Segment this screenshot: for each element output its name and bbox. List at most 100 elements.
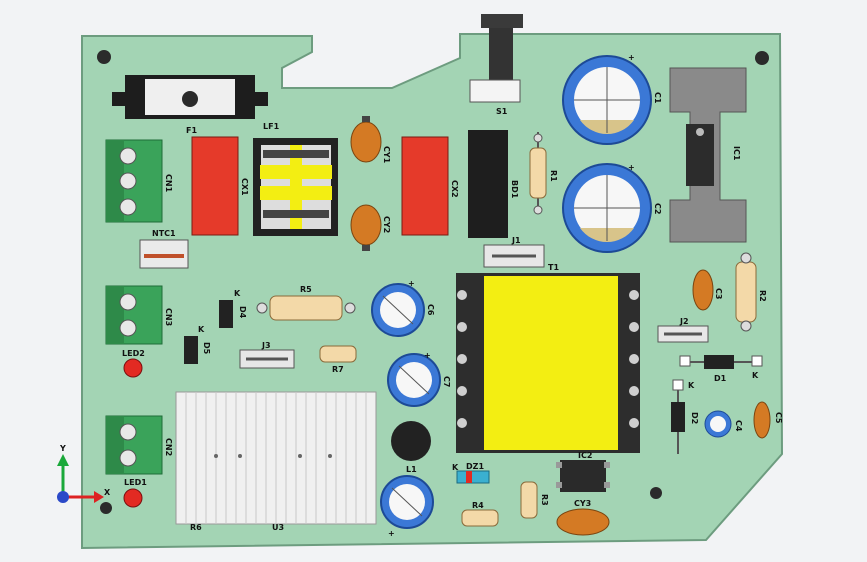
- jumper-j1: [483, 244, 545, 268]
- capacitor-c4: [704, 410, 732, 438]
- label-l1: L1: [406, 465, 417, 474]
- component-labels: F1 LF1 CY1 CY2 CX1 CX2 BD1 R1 S1 C1 C2 I…: [59, 53, 783, 538]
- label-plus-bottom: +: [388, 529, 395, 538]
- label-c2: C2: [653, 203, 662, 214]
- label-r2: R2: [758, 290, 767, 302]
- label-led1: LED1: [124, 478, 147, 487]
- label-k-d1: K: [752, 371, 759, 380]
- label-c6: C6: [426, 304, 435, 316]
- diode-d1: [679, 355, 763, 369]
- label-bd1: BD1: [510, 180, 519, 199]
- capacitor-cx1: [191, 136, 239, 236]
- transformer-t1: [456, 273, 640, 453]
- label-f1: F1: [186, 126, 197, 135]
- label-j3: J3: [261, 341, 271, 350]
- label-axis-y: Y: [59, 444, 66, 453]
- heatsink-ic1: [669, 67, 747, 243]
- diode-d4: [219, 300, 233, 328]
- diode-d2: [671, 379, 685, 454]
- label-d1: D1: [714, 374, 727, 383]
- capacitor-c2: [562, 163, 652, 253]
- label-k-dz1: K: [452, 463, 459, 472]
- ic2: [556, 460, 610, 492]
- capacitor-cy2: [350, 204, 382, 251]
- bridge-bd1: [468, 130, 508, 238]
- label-d4: D4: [238, 306, 247, 319]
- heatsink-main: [175, 391, 377, 525]
- label-j2: J2: [679, 317, 689, 326]
- label-led2: LED2: [122, 349, 145, 358]
- label-cx2: CX2: [450, 180, 459, 198]
- label-r6: R6: [190, 523, 202, 532]
- diode-d5: [184, 336, 198, 364]
- capacitor-bottom: [380, 475, 434, 529]
- label-cy3: CY3: [574, 499, 591, 508]
- resistor-r3: [520, 481, 538, 519]
- label-r3: R3: [540, 494, 549, 506]
- label-ic2: IC2: [578, 451, 592, 460]
- label-k-d2: K: [688, 381, 695, 390]
- terminal-cn3: [105, 285, 163, 345]
- terminal-cn2: [105, 415, 163, 475]
- label-j1: J1: [511, 236, 521, 245]
- led2: [123, 358, 143, 378]
- label-cn1: CN1: [164, 174, 173, 193]
- label-cn2: CN2: [164, 438, 173, 456]
- label-plus-c7: +: [424, 351, 431, 360]
- label-c7: C7: [442, 376, 451, 387]
- label-plus-c2: +: [628, 163, 635, 172]
- label-cx1: CX1: [240, 178, 249, 196]
- label-c1: C1: [653, 92, 662, 104]
- resistor-r5: [256, 295, 356, 321]
- terminal-cn1: [105, 139, 163, 223]
- label-cy2: CY2: [382, 216, 391, 233]
- capacitor-c6: [371, 283, 425, 337]
- choke-lf1: [253, 138, 338, 236]
- label-r5: R5: [300, 285, 312, 294]
- label-r4: R4: [472, 501, 484, 510]
- capacitor-cy3: [556, 508, 610, 536]
- label-r7: R7: [332, 365, 344, 374]
- inductor-l1: [391, 421, 431, 461]
- jumper-j2: [657, 325, 709, 343]
- capacitor-c5: [753, 401, 771, 439]
- label-t1: T1: [548, 263, 559, 272]
- label-c4: C4: [734, 420, 743, 432]
- label-ic1: IC1: [732, 146, 741, 161]
- label-cy1: CY1: [382, 146, 391, 164]
- resistor-r1: [529, 132, 547, 215]
- resistor-r7: [319, 345, 357, 363]
- label-r1: R1: [549, 170, 558, 182]
- capacitor-c1: [562, 55, 652, 145]
- capacitor-c3: [692, 269, 714, 311]
- resistor-r2: [735, 252, 757, 332]
- label-c5: C5: [774, 412, 783, 424]
- label-dz1: DZ1: [466, 462, 484, 471]
- fuse-f1: [112, 75, 268, 119]
- label-axis-x: X: [104, 488, 111, 497]
- label-plus-c1: +: [628, 53, 635, 62]
- capacitor-cx2: [401, 136, 449, 236]
- label-ka1: K: [234, 289, 241, 298]
- jumper-j3: [239, 349, 295, 369]
- label-ka2: K: [198, 325, 205, 334]
- led1: [123, 488, 143, 508]
- label-ntc1: NTC1: [152, 229, 176, 238]
- label-d5: D5: [202, 342, 211, 355]
- label-cn3: CN3: [164, 308, 173, 326]
- axis-triad: [57, 454, 104, 503]
- resistor-r4: [461, 509, 499, 527]
- label-c3: C3: [714, 288, 723, 299]
- label-d2: D2: [690, 412, 699, 424]
- switch-s1: [469, 14, 523, 103]
- label-u3: U3: [272, 523, 284, 532]
- capacitor-c7: [387, 353, 441, 407]
- label-s1: S1: [496, 107, 508, 116]
- zener-dz1: [456, 470, 490, 484]
- label-plus-c6: +: [408, 279, 415, 288]
- capacitor-cy1: [350, 116, 382, 163]
- ntc1: [139, 239, 189, 269]
- label-lf1: LF1: [263, 122, 280, 131]
- mounting-holes: [97, 50, 769, 514]
